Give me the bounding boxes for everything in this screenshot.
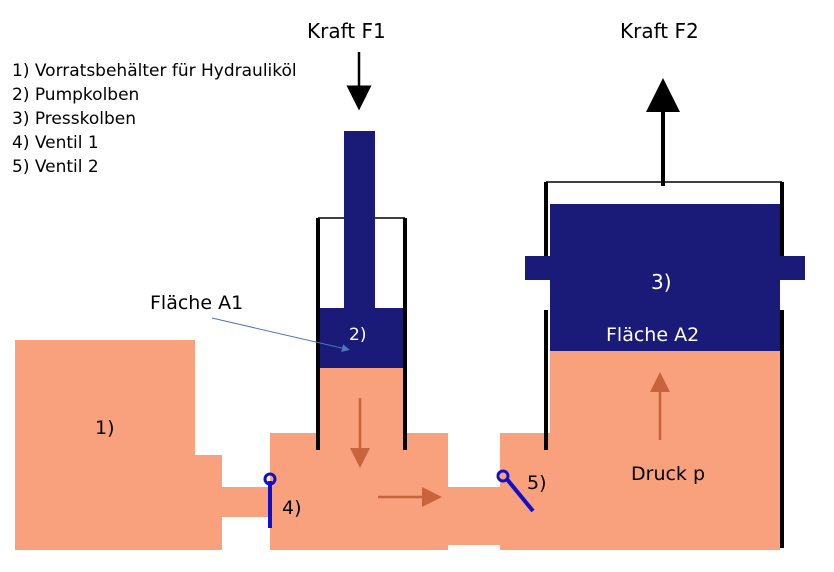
pump-piston-label: 2) xyxy=(349,325,366,345)
force-f1-label: Kraft F1 xyxy=(307,19,386,43)
press-piston-label: 3) xyxy=(651,270,672,294)
hydraulic-oil-body xyxy=(15,340,780,550)
valve-1 xyxy=(263,472,277,528)
reservoir-label: 1) xyxy=(95,417,115,439)
valve-2-label: 5) xyxy=(527,472,547,494)
force-f2-label: Kraft F2 xyxy=(620,19,699,43)
pipe-valve2 xyxy=(448,487,500,517)
press-piston-flange xyxy=(525,256,805,280)
valve-2 xyxy=(496,469,535,513)
valve-1-label: 4) xyxy=(282,497,302,519)
legend-item: 2) Pumpkolben xyxy=(12,85,139,105)
pump-piston-rod xyxy=(344,131,375,311)
pipe-valve1 xyxy=(222,487,270,517)
legend: 1) Vorratsbehälter für Hydrauliköl 2) Pu… xyxy=(12,61,297,177)
legend-item: 1) Vorratsbehälter für Hydrauliköl xyxy=(12,61,297,81)
pump-piston-head xyxy=(320,308,403,368)
area-a1-label: Fläche A1 xyxy=(150,292,243,314)
force-f2-arrowhead xyxy=(646,78,680,112)
legend-item: 4) Ventil 1 xyxy=(12,133,99,153)
area-a1-pointer xyxy=(211,317,350,352)
legend-item: 5) Ventil 2 xyxy=(12,157,99,177)
pressure-label: Druck p xyxy=(631,463,705,485)
legend-item: 3) Presskolben xyxy=(12,109,136,129)
area-a2-label: Fläche A2 xyxy=(606,324,699,346)
